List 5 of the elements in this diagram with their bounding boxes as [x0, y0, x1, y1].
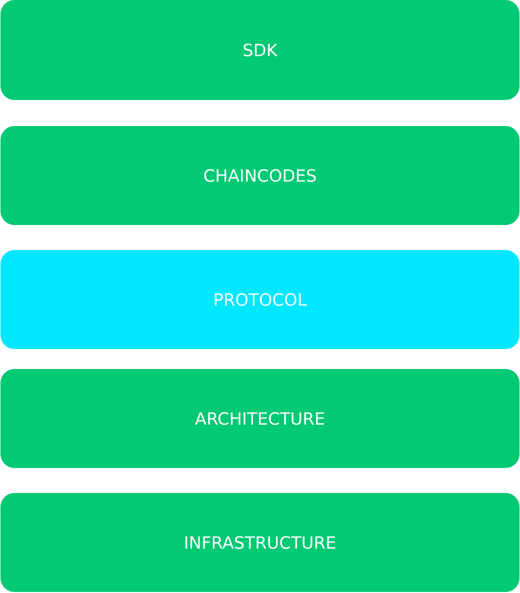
- layer-box: INFRASTRUCTURE: [0, 493, 520, 592]
- layer-box: ARCHITECTURE: [0, 369, 520, 468]
- layer-box: SDK: [0, 0, 520, 100]
- layer-box: CHAINCODES: [0, 126, 520, 225]
- layer-box: PROTOCOL: [0, 250, 520, 349]
